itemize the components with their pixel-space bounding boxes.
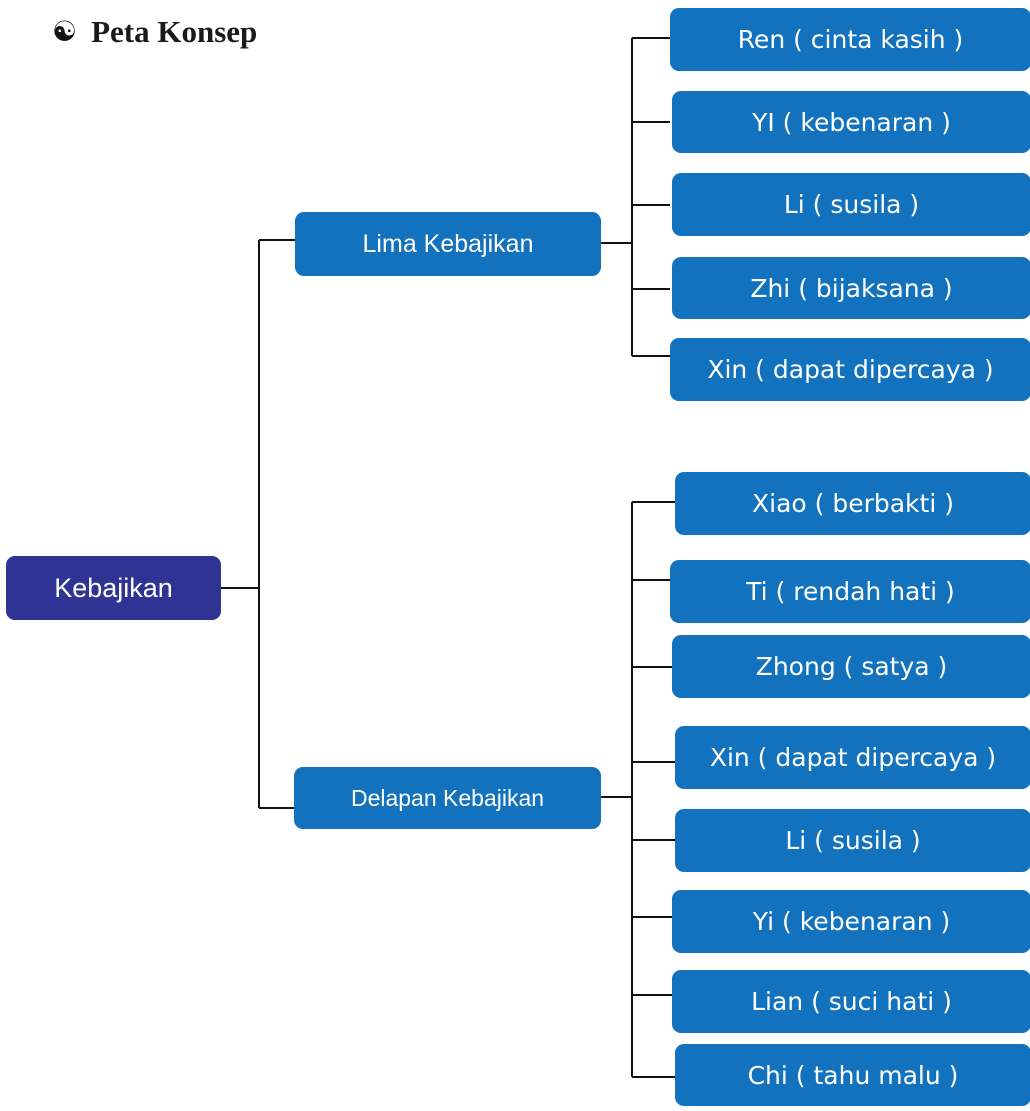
leaf-yi: YI ( kebenaran )	[672, 91, 1030, 153]
leaf-xiao: Xiao ( berbakti )	[675, 472, 1030, 535]
yin-yang-icon: ☯	[52, 15, 78, 48]
root-node: Kebajikan	[6, 556, 221, 620]
leaf-xin: Xin ( dapat dipercaya )	[670, 338, 1030, 401]
leaf-chi: Chi ( tahu malu )	[675, 1044, 1030, 1106]
leaf-ren: Ren ( cinta kasih )	[670, 8, 1030, 71]
leaf-li: Li ( susila )	[672, 173, 1030, 236]
leaf-zhong: Zhong ( satya )	[672, 635, 1030, 698]
leaf-xin-2: Xin ( dapat dipercaya )	[675, 726, 1030, 789]
leaf-li-2: Li ( susila )	[675, 809, 1030, 872]
group-lima-kebajikan: Lima Kebajikan	[295, 212, 601, 276]
group-delapan-kebajikan: Delapan Kebajikan	[294, 767, 601, 829]
leaf-ti: Ti ( rendah hati )	[670, 560, 1030, 623]
leaf-yi-2: Yi ( kebenaran )	[672, 890, 1030, 953]
leaf-zhi: Zhi ( bijaksana )	[672, 257, 1030, 319]
leaf-lian: Lian ( suci hati )	[672, 970, 1030, 1033]
page-title: Peta Konsep	[91, 14, 258, 49]
header: ☯ Peta Konsep	[52, 14, 257, 50]
